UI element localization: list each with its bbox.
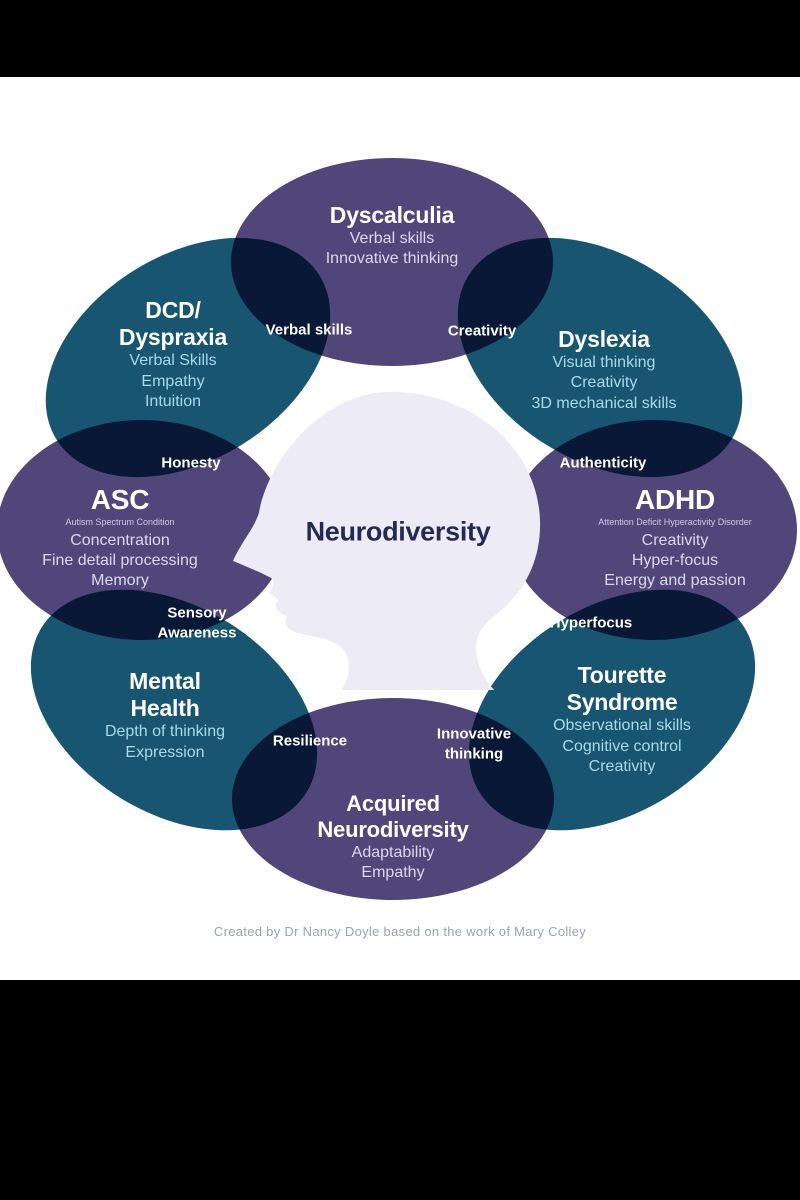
petal-trait: Expression	[125, 743, 205, 761]
petal-traits: Depth of thinking Expression	[65, 722, 265, 763]
petal-title: Tourette Syndrome	[566, 662, 678, 716]
petal-trait: Innovative thinking	[325, 250, 459, 268]
petal-trait: Concentration	[70, 531, 170, 549]
petal-traits: Creativity Hyper-focus Energy and passio…	[551, 531, 799, 592]
overlap-label-honesty: Honesty	[161, 454, 221, 472]
petal-label-tourette: Tourette Syndrome Observational skills C…	[532, 662, 712, 777]
petal-title: Mental Health	[129, 668, 201, 722]
top-letterbox-bar	[0, 0, 800, 77]
petal-label-dyslexia: Dyslexia Visual thinking Creativity 3D m…	[472, 326, 736, 414]
petal-traits: Adaptability Empathy	[253, 843, 533, 884]
petal-title: Acquired Neurodiversity	[317, 791, 469, 842]
petal-trait: Adaptability	[351, 843, 435, 861]
head-silhouette	[230, 389, 548, 691]
petal-trait: Empathy	[361, 864, 425, 882]
petal-trait: Empathy	[141, 372, 205, 390]
petal-label-acquired: Acquired Neurodiversity Adaptability Emp…	[253, 791, 533, 884]
petal-trait: Fine detail processing	[42, 552, 198, 570]
petal-label-dyscalculia: Dyscalculia Verbal skills Innovative thi…	[240, 202, 544, 270]
petal-traits: Visual thinking Creativity 3D mechanical…	[472, 353, 736, 414]
petal-trait: Hyper-focus	[631, 552, 719, 570]
attribution-text: Created by Dr Nancy Doyle based on the w…	[213, 924, 587, 939]
center-title: Neurodiversity	[305, 516, 491, 547]
bottom-letterbox-bar	[0, 980, 800, 1200]
petal-subtitle: Autism Spectrum Condition	[65, 517, 175, 528]
petal-title: Dyslexia	[558, 326, 650, 352]
petal-trait: Observational skills	[553, 717, 691, 735]
neurodiversity-venn-diagram: Neurodiversity Dyscalculia Verbal skills…	[0, 77, 800, 980]
petal-trait: Creativity	[641, 531, 709, 549]
petal-label-asc: ASC Autism Spectrum Condition Concentrat…	[8, 483, 232, 592]
overlap-label-hyperfocus: Hyperfocus	[549, 614, 633, 632]
petal-trait: Intuition	[144, 392, 202, 410]
petal-trait: Verbal Skills	[129, 352, 217, 370]
petal-trait: Verbal skills	[349, 230, 435, 248]
petal-label-dcd-dyspraxia: DCD/ Dyspraxia Verbal Skills Empathy Int…	[98, 297, 248, 412]
petal-label-mental-health: Mental Health Depth of thinking Expressi…	[65, 668, 265, 763]
overlap-label-verbal-skills: Verbal skills	[265, 321, 353, 339]
petal-traits: Concentration Fine detail processing Mem…	[8, 531, 232, 592]
petal-traits: Verbal skills Innovative thinking	[240, 229, 544, 270]
petal-title: DCD/ Dyspraxia	[118, 297, 228, 351]
petal-label-adhd: ADHD Attention Deficit Hyperactivity Dis…	[551, 483, 799, 592]
petal-trait: Visual thinking	[552, 354, 656, 372]
petal-traits: Observational skills Cognitive control C…	[532, 716, 712, 777]
head-silhouette-shape	[232, 391, 541, 691]
overlap-label-creativity: Creativity	[447, 322, 517, 340]
petal-trait: Creativity	[588, 757, 656, 775]
petal-trait: Memory	[91, 572, 149, 590]
overlap-label-sensory-awareness: Sensory Awareness	[157, 604, 237, 642]
petal-title: Dyscalculia	[329, 202, 455, 228]
petal-trait: Energy and passion	[604, 572, 746, 590]
petal-trait: Cognitive control	[562, 737, 682, 755]
petal-title: ADHD	[634, 484, 716, 515]
overlap-label-innovative-thinking: Innovative thinking	[436, 725, 512, 763]
petal-subtitle: Attention Deficit Hyperactivity Disorder	[598, 517, 752, 528]
petal-trait: 3D mechanical skills	[531, 394, 677, 412]
petal-trait: Creativity	[570, 374, 638, 392]
petal-title: ASC	[90, 484, 150, 515]
petal-traits: Verbal Skills Empathy Intuition	[98, 351, 248, 412]
overlap-label-authenticity: Authenticity	[559, 454, 647, 472]
petal-trait: Depth of thinking	[104, 723, 226, 741]
overlap-label-resilience: Resilience	[272, 732, 348, 750]
